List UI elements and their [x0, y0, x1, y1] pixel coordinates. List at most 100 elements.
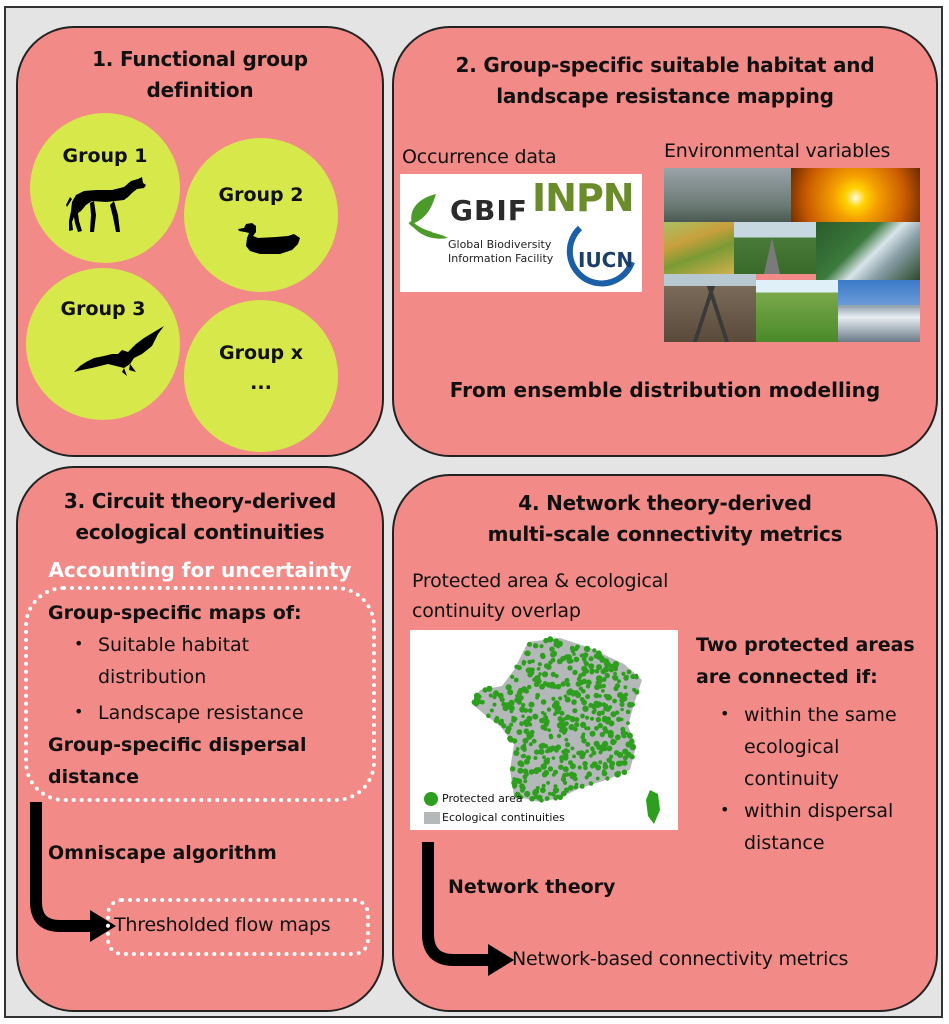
- protected-area-dot: [549, 681, 556, 688]
- protected-area-dot: [528, 701, 535, 708]
- protected-area-dot: [622, 696, 628, 702]
- panel3-title-line1: 3. Circuit theory-derived: [63, 489, 337, 513]
- protected-area-dot: [547, 746, 554, 753]
- protected-area-dot: [527, 684, 532, 690]
- protected-area-dot: [522, 743, 527, 747]
- protected-area-dot: [602, 703, 609, 709]
- protected-area-dot: [630, 674, 636, 680]
- protected-area-dot: [591, 761, 598, 768]
- protected-area-dot: [599, 655, 605, 662]
- protected-area-dot: [571, 699, 577, 705]
- protected-area-dot: [588, 702, 594, 708]
- protected-area-dot: [610, 739, 617, 746]
- protected-area-dot: [574, 722, 580, 728]
- uncertainty-heading: Accounting for uncertainty: [48, 558, 352, 582]
- protected-area-dot: [594, 668, 600, 674]
- protected-area-dot: [546, 781, 550, 785]
- iucn-logo-text: IUCN: [578, 248, 634, 272]
- protected-area-dot: [623, 685, 628, 690]
- protected-area-dot: [532, 788, 540, 795]
- protected-area-dot: [537, 662, 542, 667]
- protected-area-dot: [527, 641, 532, 647]
- protected-area-dot: [473, 692, 481, 699]
- protected-area-dot: [531, 659, 535, 664]
- protected-area-dot: [580, 721, 587, 728]
- protected-area-dot: [582, 761, 588, 767]
- protected-area-dot: [595, 717, 602, 723]
- protected-area-dot: [517, 760, 524, 767]
- protected-area-dot: [509, 722, 514, 727]
- protected-area-dot: [588, 781, 594, 786]
- protected-area-dot: [566, 657, 573, 664]
- protected-area-dot: [521, 661, 526, 666]
- protected-area-dot: [579, 783, 585, 789]
- protected-area-dot: [559, 758, 564, 764]
- cond1-line2: ecological: [744, 736, 840, 758]
- protected-area-dot: [568, 785, 574, 791]
- panel4-title: 4. Network theory-derived multi-scale co…: [394, 488, 936, 550]
- panel2-title-line2: landscape resistance mapping: [496, 84, 834, 108]
- protected-area-dot: [551, 696, 556, 701]
- overlap-line2: continuity overlap: [412, 600, 581, 622]
- protected-area-dot: [577, 675, 582, 680]
- protected-area-dot: [546, 707, 552, 712]
- protected-area-dot: [547, 791, 552, 796]
- protected-area-dot: [606, 745, 613, 752]
- flow-maps-label: Thresholded flow maps: [114, 914, 331, 936]
- protected-area-dot: [540, 724, 546, 730]
- protected-area-dot: [625, 741, 632, 748]
- panel2-title: 2. Group-specific suitable habitat and l…: [394, 50, 936, 112]
- protected-area-dot: [526, 734, 533, 740]
- gbif-subtitle-line2: Information Facility: [448, 252, 554, 265]
- protected-area-dot: [534, 749, 540, 755]
- france-map: [471, 636, 660, 824]
- protected-area-dot: [607, 729, 614, 737]
- protected-area-dot: [572, 754, 576, 759]
- protected-area-dot: [516, 690, 523, 696]
- protected-area-dot: [597, 722, 603, 729]
- protected-area-dot: [562, 772, 567, 778]
- gbif-leaf-icon: [408, 194, 448, 239]
- protected-area-dot: [528, 742, 533, 747]
- protected-area-dot: [573, 646, 579, 652]
- protected-area-dot: [508, 699, 515, 706]
- protected-area-dot: [581, 688, 586, 694]
- legend-pa-label: Protected area: [442, 792, 523, 805]
- protected-area-dot: [585, 715, 590, 720]
- protected-area-dot: [512, 777, 517, 781]
- fields-photo: [664, 222, 734, 274]
- protected-area-dot: [522, 774, 528, 780]
- protected-area-dot: [625, 709, 631, 715]
- protected-area-dot: [596, 744, 602, 750]
- protected-area-dot: [521, 714, 525, 719]
- protected-area-dot: [613, 685, 619, 692]
- protected-area-dot: [627, 701, 633, 708]
- group2-label: Group 2: [218, 184, 304, 206]
- panel1-title-line2: definition: [146, 78, 254, 102]
- protected-area-dot: [527, 708, 533, 713]
- protected-area-dot: [579, 697, 585, 702]
- group2-circle: Group 2: [184, 138, 338, 292]
- protected-area-dot: [552, 787, 559, 794]
- protected-area-dot: [536, 794, 543, 801]
- protected-area-dot: [555, 705, 562, 711]
- protected-area-dot: [557, 716, 563, 722]
- protected-area-dot: [605, 776, 610, 781]
- protected-area-dot: [599, 731, 605, 738]
- panel3-title-line2: ecological continuities: [75, 520, 325, 544]
- protected-area-dot: [610, 766, 615, 770]
- protected-area-dot: [602, 726, 608, 732]
- protected-area-dot: [619, 698, 624, 703]
- cond1-line3: continuity: [744, 768, 839, 790]
- protected-area-dot: [517, 767, 524, 774]
- protected-area-dot: [594, 725, 599, 731]
- protected-area-dot: [576, 681, 582, 687]
- cond1-line1: within the same: [744, 704, 897, 726]
- panel-network-theory: 4. Network theory-derived multi-scale co…: [392, 474, 938, 1012]
- protected-area-dot: [568, 760, 573, 766]
- protected-area-dot: [608, 720, 615, 727]
- protected-area-dot: [556, 733, 562, 739]
- protected-area-dot: [540, 699, 547, 705]
- group1-label: Group 1: [62, 145, 148, 167]
- protected-area-dot: [595, 675, 603, 682]
